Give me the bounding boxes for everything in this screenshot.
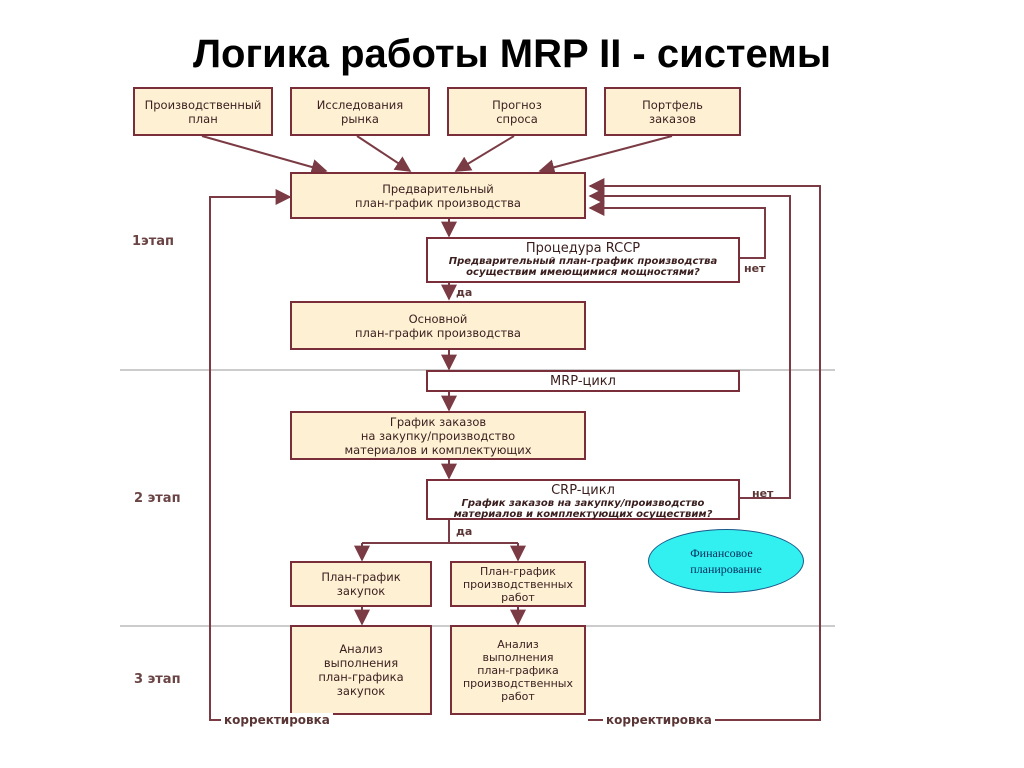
rccp-no-label: нет xyxy=(744,262,766,275)
purchase-analysis-box: Анализ выполнения план-графика закупок xyxy=(290,625,432,715)
page-title: Логика работы MRP II - системы xyxy=(192,32,831,76)
stage1-label: 1этап xyxy=(132,234,175,249)
market-research-box: Исследования рынка xyxy=(290,87,430,136)
arrow-correction-left xyxy=(209,189,292,721)
rccp-title: Процедура RCCP xyxy=(525,241,641,256)
mrp-cycle-title: MRP-цикл xyxy=(550,373,616,389)
preliminary-schedule-text: Предварительный план-график производства xyxy=(355,181,521,210)
stage3-label: 3 этап xyxy=(134,672,181,687)
correction-right-label: корректировка xyxy=(603,713,715,727)
master-schedule-text: Основной план-график производства xyxy=(355,311,521,340)
rccp-procedure-box: Процедура RCCP Предварительный план-граф… xyxy=(426,237,740,283)
crp-question: График заказов на закупку/производство м… xyxy=(453,498,713,520)
purchase-schedule-box: План-график закупок xyxy=(290,561,432,607)
order-portfolio-text: Портфель заказов xyxy=(642,97,703,126)
arrow-crp-no xyxy=(588,188,791,499)
mrp-cycle-box: MRP-цикл xyxy=(426,370,740,392)
crp-cycle-box: CRP-цикл График заказов на закупку/произ… xyxy=(426,479,740,520)
order-schedule-text: График заказов на закупку/производство м… xyxy=(344,414,532,457)
master-schedule-box: Основной план-график производства xyxy=(290,301,586,350)
arrow-market-research xyxy=(356,135,412,172)
arrow-production-plan xyxy=(201,135,328,175)
arrow-order-portfolio xyxy=(538,135,673,176)
rccp-yes-label: да xyxy=(456,286,473,299)
production-plan-text: Производственный план xyxy=(144,97,262,126)
demand-forecast-text: Прогноз спроса xyxy=(492,97,542,126)
correction-left-label: корректировка xyxy=(221,713,333,727)
crp-title: CRP-цикл xyxy=(551,483,615,498)
financial-planning-text: Финансовое планирование xyxy=(690,546,762,576)
market-research-text: Исследования рынка xyxy=(316,97,404,126)
production-analysis-text: Анализ выполнения план-графика производс… xyxy=(462,637,573,703)
purchase-schedule-text: План-график закупок xyxy=(321,570,401,598)
rccp-question: Предварительный план-график производства… xyxy=(448,256,718,278)
production-plan-box: Производственный план xyxy=(133,87,273,136)
preliminary-schedule-box: Предварительный план-график производства xyxy=(290,172,586,219)
production-schedule-box: План-график производственных работ xyxy=(450,561,586,607)
order-portfolio-box: Портфель заказов xyxy=(604,87,741,136)
production-schedule-text: План-график производственных работ xyxy=(462,564,573,604)
arrow-rccp-no xyxy=(588,200,766,259)
stage2-label: 2 этап xyxy=(134,491,181,506)
financial-planning-ellipse: Финансовое планирование xyxy=(648,529,804,593)
production-analysis-box: Анализ выполнения план-графика производс… xyxy=(450,625,586,715)
demand-forecast-box: Прогноз спроса xyxy=(447,87,587,136)
purchase-analysis-text: Анализ выполнения план-графика закупок xyxy=(318,642,404,698)
arrow-demand-forecast xyxy=(454,135,515,172)
crp-no-label: нет xyxy=(752,487,774,500)
order-schedule-box: График заказов на закупку/производство м… xyxy=(290,411,586,460)
crp-yes-label: да xyxy=(456,525,473,538)
